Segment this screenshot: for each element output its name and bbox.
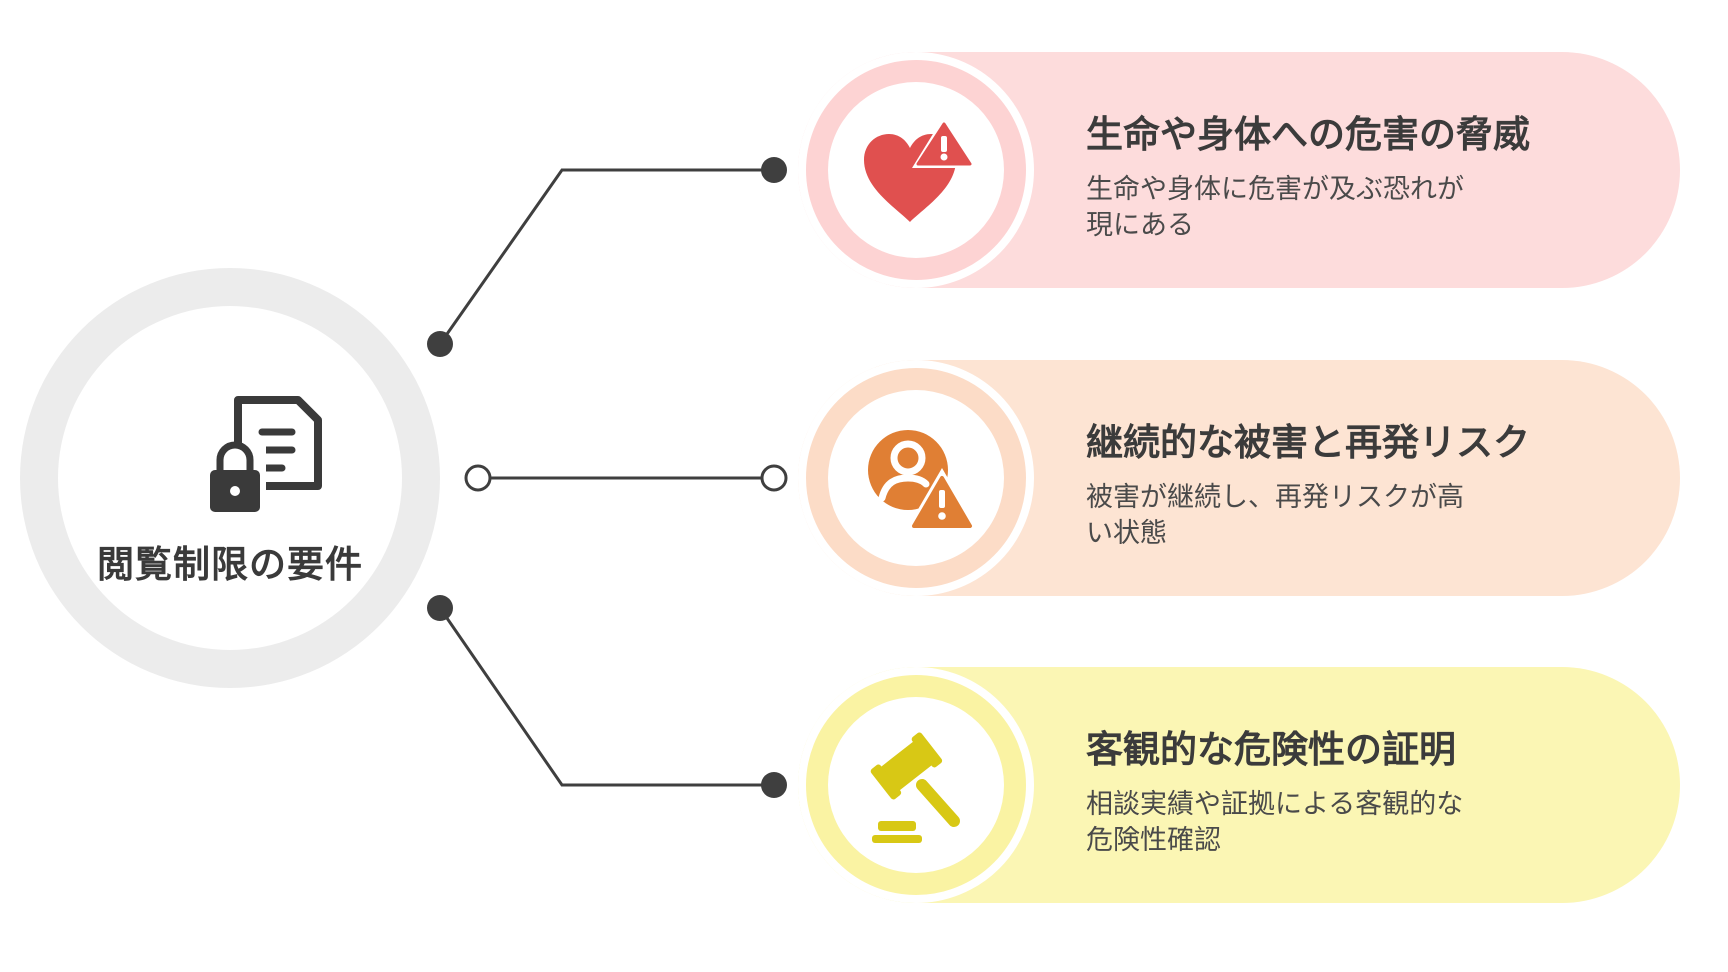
icon-core	[828, 82, 1004, 258]
icon-ring	[798, 52, 1034, 288]
requirement-card-threat: 生命や身体への危害の脅威 生命や身体に危害が及ぶ恐れが現にある	[798, 52, 1680, 288]
icon-core	[828, 390, 1004, 566]
person-warning-icon	[868, 430, 976, 530]
center-hub-inner: 閲覧制限の要件	[58, 306, 402, 650]
connector-bottom	[438, 607, 774, 787]
card-description: 被害が継続し、再発リスクが高い状態	[1086, 482, 1464, 549]
card-title: 客観的な危険性の証明	[1086, 728, 1456, 771]
card-title: 継続的な被害と再発リスク	[1086, 421, 1530, 464]
connector-top	[438, 168, 774, 345]
card-title: 生命や身体への危害の脅威	[1086, 113, 1530, 156]
connector-dot-top-end	[761, 157, 787, 183]
gavel-icon	[870, 732, 960, 843]
icon-ring	[798, 360, 1034, 596]
connector-dot-bottom-start	[427, 595, 453, 621]
card-description: 生命や身体に危害が及ぶ恐れが現にある	[1086, 174, 1464, 241]
locked-document-icon	[206, 394, 326, 520]
connector-dot-top-start	[427, 331, 453, 357]
connector-dot-middle-end	[760, 464, 788, 492]
connector-dot-bottom-end	[761, 772, 787, 798]
center-title: 閲覧制限の要件	[97, 543, 363, 586]
icon-ring	[798, 667, 1034, 903]
center-hub: 閲覧制限の要件	[20, 268, 440, 688]
icon-core	[828, 697, 1004, 873]
requirement-card-recurrence: 継続的な被害と再発リスク 被害が継続し、再発リスクが高い状態	[798, 360, 1680, 596]
connector-dot-middle-start	[464, 464, 492, 492]
heart-warning-icon	[864, 116, 976, 222]
card-description: 相談実績や証拠による客観的な危険性確認	[1086, 789, 1464, 856]
requirement-card-evidence: 客観的な危険性の証明 相談実績や証拠による客観的な危険性確認	[798, 667, 1680, 903]
